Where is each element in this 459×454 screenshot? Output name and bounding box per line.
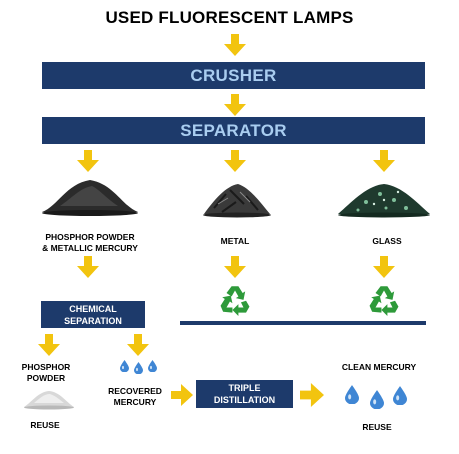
separator-bar: SEPARATOR (42, 117, 425, 144)
mercury-drop-icon (345, 385, 359, 404)
diagram-title: USED FLUORESCENT LAMPS (105, 8, 354, 27)
separator-label: SEPARATOR (180, 120, 287, 140)
glass-pile-image (338, 184, 430, 218)
mercury-drop-icon (120, 360, 129, 372)
arrow-down-icon (77, 256, 99, 278)
arrow-down-icon (224, 150, 246, 172)
mercury-drop-icon (370, 390, 384, 409)
phosphor-metallic-label: PHOSPHOR POWDER & METALLIC MERCURY (40, 232, 140, 254)
arrow-down-icon (77, 150, 99, 172)
recovered-mercury-label: RECOVERED MERCURY (104, 386, 166, 408)
phosphor-reuse-label: REUSE (30, 420, 60, 430)
arrow-down-icon (224, 34, 246, 56)
chemical-separation-box: CHEMICAL SEPARATION (41, 301, 145, 328)
recovered-mercury-line1: RECOVERED (108, 386, 162, 396)
arrow-right-icon (299, 383, 325, 407)
metal-scrap-image (203, 184, 271, 218)
arrow-right-icon (170, 384, 194, 406)
recovered-mercury-line2: MERCURY (113, 397, 157, 407)
phosphor-powder-label: PHOSPHOR POWDER (16, 362, 76, 384)
mercury-reuse-label: REUSE (362, 422, 392, 432)
triple-distillation-box: TRIPLE DISTILLATION (196, 380, 293, 408)
white-powder-image (24, 391, 74, 410)
mercury-drop-icon (148, 360, 157, 372)
recycle-icon (367, 282, 401, 316)
divider-line (180, 321, 426, 325)
phosphor-metallic-line2: & METALLIC MERCURY (42, 243, 138, 253)
glass-label: GLASS (372, 236, 402, 246)
metal-label: METAL (220, 236, 250, 246)
phosphor-metallic-line1: PHOSPHOR POWDER (45, 232, 135, 242)
chemical-separation-line1: CHEMICAL (69, 303, 117, 314)
arrow-down-icon (373, 150, 395, 172)
arrow-down-icon (224, 94, 246, 116)
mercury-drop-icon (393, 386, 407, 405)
triple-distillation-line2: DISTILLATION (213, 395, 276, 405)
chemical-separation-line2: SEPARATION (64, 315, 122, 326)
arrow-down-icon (127, 334, 149, 356)
powder-pile-image (42, 180, 138, 216)
recycle-icon (218, 282, 252, 316)
crusher-bar: CRUSHER (42, 62, 425, 89)
arrow-down-icon (373, 256, 395, 278)
phosphor-powder-line2: POWDER (26, 373, 66, 383)
arrow-down-icon (224, 256, 246, 278)
triple-distillation-line1: TRIPLE (228, 383, 261, 393)
mercury-drop-icon (134, 362, 143, 374)
clean-mercury-label: CLEAN MERCURY (341, 362, 417, 372)
crusher-label: CRUSHER (190, 65, 277, 85)
arrow-down-icon (38, 334, 60, 356)
phosphor-powder-line1: PHOSPHOR (21, 362, 71, 372)
